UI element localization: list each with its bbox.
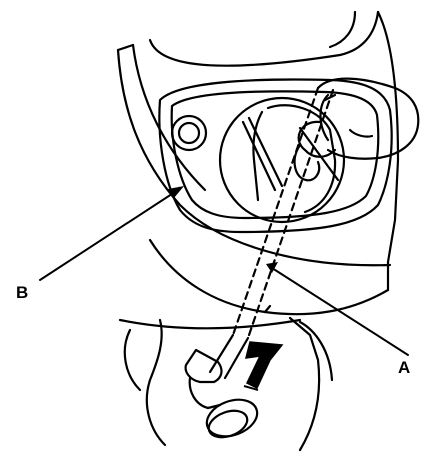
round-switch xyxy=(170,114,208,152)
console-outer-panel xyxy=(116,10,400,330)
shifter-bezel xyxy=(158,78,393,234)
leader-line-a xyxy=(271,267,409,356)
release-tool-handle xyxy=(184,348,259,439)
callout-label-b: B xyxy=(16,283,28,302)
shift-gate-dial xyxy=(218,96,346,224)
callout-label-a: A xyxy=(398,358,410,377)
hand xyxy=(293,77,420,182)
release-tool-shaft xyxy=(208,333,250,380)
push-direction-arrow xyxy=(243,341,284,391)
arrowhead-a xyxy=(266,262,278,273)
release-tool-dashed xyxy=(231,86,335,340)
lower-console xyxy=(123,316,334,452)
leader-line-b xyxy=(39,189,179,281)
arrowhead-b xyxy=(168,186,184,198)
